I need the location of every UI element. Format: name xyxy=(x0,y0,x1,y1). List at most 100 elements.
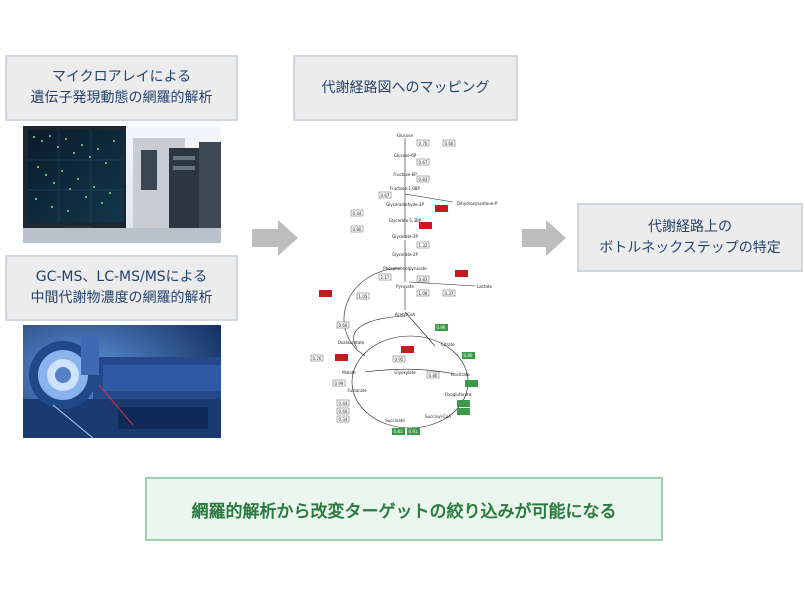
upregulated-markers xyxy=(319,205,468,361)
downregulated-marker xyxy=(462,352,475,359)
pathway-mapping-text: 代謝経路図へのマッピング xyxy=(321,79,490,96)
value-box: 0.44 xyxy=(336,399,350,407)
upregulated-marker xyxy=(335,354,348,361)
value-box: 0.66 xyxy=(442,139,456,147)
svg-text:0.37: 0.37 xyxy=(445,291,454,296)
svg-text:1.08: 1.08 xyxy=(419,291,428,296)
svg-text:0.96: 0.96 xyxy=(437,325,446,330)
metabolite-label: Glycerate-1,3BP xyxy=(389,218,422,223)
value-box: 0.76 xyxy=(416,139,430,147)
microarray-analysis-text: マイクロアレイによる 遺伝子発現動態の網羅的解析 xyxy=(30,69,213,106)
metabolite-label: Fructose-1,6BP xyxy=(390,186,420,191)
upregulated-marker xyxy=(419,222,432,229)
metabolite-label: Oxoglutarate xyxy=(445,392,472,397)
metabolite-label: Oxaloacetate xyxy=(338,340,365,345)
metabolite-label: Glycerate-2P xyxy=(392,252,418,257)
metabolite-label: Citrate xyxy=(441,342,455,347)
downregulated-markers xyxy=(392,324,478,435)
svg-text:0.99: 0.99 xyxy=(335,381,344,386)
value-box: 1.32 xyxy=(416,241,430,249)
bottleneck-box: 代謝経路上の ボトルネックステップの特定 xyxy=(577,203,803,272)
svg-text:0.34: 0.34 xyxy=(339,417,348,422)
value-box: 0.66 xyxy=(336,321,350,329)
metabolite-label: Pyruvate xyxy=(396,284,414,289)
value-boxes: 0.76 0.66 0.67 0.83 0.67 0.44 0.80 1.32 … xyxy=(310,139,456,423)
downregulated-marker xyxy=(407,428,420,435)
metabolic-pathway-diagram: Glucose Glucose-6P Fructose-6P Fructose-… xyxy=(310,133,498,435)
value-box: 0.99 xyxy=(332,379,346,387)
metabolite-label: Lactate xyxy=(477,284,492,289)
svg-text:0.95: 0.95 xyxy=(395,357,404,362)
metabolite-label: Glucose xyxy=(397,133,413,138)
svg-text:0.80: 0.80 xyxy=(353,227,362,232)
downregulated-marker xyxy=(457,400,470,407)
svg-text:0.91: 0.91 xyxy=(409,429,418,434)
svg-text:0.83: 0.83 xyxy=(419,177,428,182)
upregulated-marker xyxy=(401,346,414,353)
value-box: 0.83 xyxy=(416,275,430,283)
metabolite-label: AcetylCoA xyxy=(395,312,416,317)
metabolite-label: Fructose-6P xyxy=(393,172,417,177)
svg-text:0.81: 0.81 xyxy=(394,429,403,434)
metabolite-label: Malate xyxy=(342,370,356,375)
svg-text:0.44: 0.44 xyxy=(339,401,348,406)
value-box: 0.37 xyxy=(442,289,456,297)
metabolite-label: Glyoxylate xyxy=(394,370,416,375)
value-box: 2.17 xyxy=(378,273,392,281)
gcms-analysis-text: GC-MS、LC-MS/MSによる 中間代謝物濃度の網羅的解析 xyxy=(30,269,213,306)
metabolite-label: Isocitrate xyxy=(451,372,470,377)
value-box: 0.95 xyxy=(392,355,406,363)
value-box: 0.80 xyxy=(426,371,440,379)
bottleneck-text: 代謝経路上の ボトルネックステップの特定 xyxy=(599,218,781,256)
pathway-mapping-box: 代謝経路図へのマッピング xyxy=(293,55,518,121)
svg-text:0.44: 0.44 xyxy=(353,211,362,216)
metabolite-label: Succinyl-CoA xyxy=(425,414,451,419)
svg-text:0.83: 0.83 xyxy=(419,277,428,282)
value-box: 1.08 xyxy=(416,289,430,297)
conclusion-box: 網羅的解析から改変ターゲットの絞り込みが可能になる xyxy=(145,477,663,541)
svg-text:0.67: 0.67 xyxy=(381,193,390,198)
metabolite-label: Fumarate xyxy=(347,388,367,393)
microarray-analysis-box: マイクロアレイによる 遺伝子発現動態の網羅的解析 xyxy=(5,55,238,121)
metabolite-label: Glyceraldehyde-3P xyxy=(386,202,424,207)
svg-text:0.67: 0.67 xyxy=(419,160,428,165)
svg-text:1.05: 1.05 xyxy=(359,294,368,299)
svg-text:0.86: 0.86 xyxy=(464,353,473,358)
svg-text:0.76: 0.76 xyxy=(419,141,428,146)
svg-text:0.66: 0.66 xyxy=(339,409,348,414)
svg-text:0.80: 0.80 xyxy=(429,373,438,378)
svg-text:0.66: 0.66 xyxy=(339,323,348,328)
upregulated-marker xyxy=(319,290,332,297)
svg-text:0.76: 0.76 xyxy=(313,356,322,361)
upregulated-marker xyxy=(435,205,448,212)
svg-text:0.66: 0.66 xyxy=(445,141,454,146)
metabolite-label: Dihydroxyacetone-P xyxy=(457,201,498,206)
value-box: 0.76 xyxy=(310,354,324,362)
value-box: 0.83 xyxy=(416,175,430,183)
upregulated-marker xyxy=(455,270,468,277)
conclusion-text: 網羅的解析から改変ターゲットの絞り込みが可能になる xyxy=(191,501,617,522)
right-arrow-icon xyxy=(252,220,298,256)
svg-text:1.32: 1.32 xyxy=(419,243,428,248)
downregulated-marker xyxy=(457,408,470,415)
svg-text:2.17: 2.17 xyxy=(381,275,390,280)
value-box: 0.80 xyxy=(350,225,364,233)
value-box: 0.44 xyxy=(350,209,364,217)
metabolite-label: Glycerate-3P xyxy=(392,234,418,239)
metabolite-label: Glucose-6P xyxy=(394,153,417,158)
downregulated-marker xyxy=(392,428,405,435)
downregulated-marker xyxy=(435,324,448,331)
value-box: 0.66 xyxy=(336,407,350,415)
mass-spectrometer-image xyxy=(23,325,221,438)
microarray-scanner-image xyxy=(23,126,221,243)
metabolite-label: Phosphoenolpyruvate xyxy=(383,266,427,271)
right-arrow-icon xyxy=(522,220,566,256)
value-box: 0.34 xyxy=(336,415,350,423)
downregulated-values: 0.96 0.86 0.81 0.91 xyxy=(394,325,473,434)
value-box: 1.05 xyxy=(356,292,370,300)
value-box: 0.67 xyxy=(416,158,430,166)
metabolite-labels: Glucose Glucose-6P Fructose-6P Fructose-… xyxy=(338,133,498,423)
downregulated-marker xyxy=(465,380,478,387)
metabolite-label: Succinate xyxy=(385,418,405,423)
value-box: 0.67 xyxy=(378,191,392,199)
